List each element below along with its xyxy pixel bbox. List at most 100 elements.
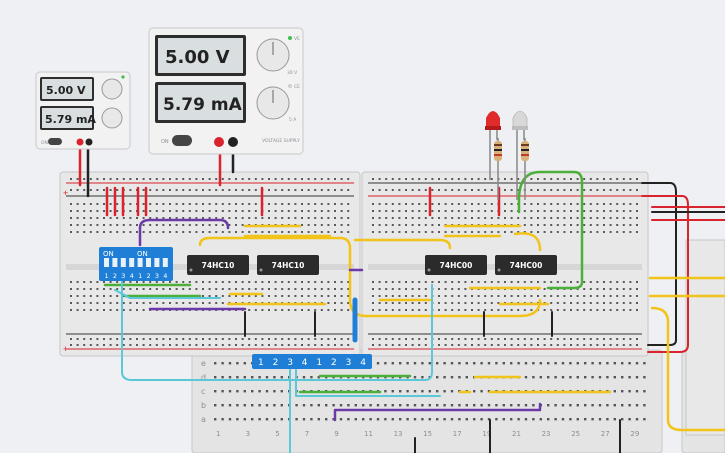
dip-number: 4: [163, 272, 167, 280]
dip-number: 1: [316, 358, 322, 368]
cv-indicator: [288, 36, 292, 40]
breadboard-far-right[interactable]: [685, 239, 725, 436]
yellow-wire[interactable]: [226, 286, 550, 306]
dip-number: 4: [130, 272, 134, 280]
resistor-1[interactable]: [494, 138, 502, 200]
cyan-wire[interactable]: [289, 369, 441, 453]
black-wire[interactable]: [244, 311, 553, 337]
dip-toggle[interactable]: [137, 258, 143, 267]
dip-number: 1: [105, 272, 109, 280]
dip-number: 4: [302, 358, 308, 368]
red-wire[interactable]: [651, 206, 725, 221]
on-label: ON: [161, 139, 169, 145]
svg-text:d: d: [201, 373, 206, 382]
column-label: 5: [275, 430, 279, 438]
black-wire[interactable]: [641, 182, 677, 346]
column-label: 23: [542, 430, 551, 438]
green-wire[interactable]: [517, 170, 584, 290]
column-label: 3: [246, 430, 250, 438]
voltage-knob[interactable]: [101, 78, 123, 100]
purple-wire[interactable]: [333, 402, 542, 422]
column-label: 1: [216, 430, 220, 438]
column-label: 25: [571, 430, 580, 438]
yellow-wire[interactable]: [243, 224, 522, 238]
chip-74hc00-b[interactable]: 74HC00: [495, 255, 557, 275]
power-supply-large[interactable]: 5.00 V 5.79 mA VE CE 30 V 5 A ON VOLTAGE…: [148, 27, 304, 155]
column-label: 11: [364, 430, 373, 438]
dip-number: 1: [138, 272, 142, 280]
cyan-wire[interactable]: [114, 289, 221, 299]
chip-74hc00-a[interactable]: 74HC00: [425, 255, 487, 275]
negative-terminal[interactable]: [228, 137, 238, 147]
dip-number: 3: [346, 358, 352, 368]
dip-toggle[interactable]: [146, 258, 151, 267]
yellow-wire[interactable]: [458, 375, 612, 394]
led-red[interactable]: [485, 111, 501, 180]
cc-label: CE: [294, 84, 300, 90]
cv-indicator: [121, 75, 125, 79]
current-max-label: 5 A: [289, 117, 297, 123]
dip-toggle[interactable]: [162, 258, 168, 267]
red-wire[interactable]: [105, 186, 501, 217]
bottom-row-labels: e d c b a: [201, 359, 206, 424]
negative-terminal[interactable]: [85, 138, 93, 146]
chip-label: 74HC10: [272, 261, 305, 270]
power-supply-small[interactable]: 5.00 V 5.79 mA ON: [35, 71, 131, 150]
column-label: 27: [601, 430, 610, 438]
green-wire[interactable]: [103, 283, 202, 298]
dip-toggle[interactable]: [120, 258, 126, 267]
yellow-wire[interactable]: [648, 276, 725, 298]
column-label: 9: [334, 430, 338, 438]
voltage-readout: 5.00 V: [165, 47, 230, 68]
dip-toggle[interactable]: [112, 258, 118, 267]
dip-number: 2: [331, 358, 337, 368]
yellow-wire[interactable]: [513, 232, 542, 252]
power-toggle[interactable]: [48, 138, 62, 145]
column-label: 21: [512, 430, 521, 438]
dip-toggle[interactable]: [154, 258, 160, 267]
svg-text:a: a: [201, 415, 206, 424]
chip-label: 74HC00: [440, 261, 473, 270]
current-knob[interactable]: [101, 107, 123, 129]
dip-on-label: ON: [137, 250, 148, 258]
chip-label: 74HC00: [510, 261, 543, 270]
positive-terminal[interactable]: [214, 137, 224, 147]
column-label: 17: [453, 430, 462, 438]
dip-number: 3: [155, 272, 159, 280]
voltage-max-label: 30 V: [287, 70, 298, 76]
power-toggle[interactable]: [172, 135, 192, 146]
yellow-wire[interactable]: [353, 238, 452, 250]
plus-mark: +: [63, 344, 68, 354]
dip-on-label: ON: [103, 250, 114, 258]
purple-wire[interactable]: [138, 218, 230, 247]
dip-toggle[interactable]: [129, 258, 135, 267]
led-white[interactable]: [512, 110, 528, 200]
cv-label: VE: [294, 36, 300, 42]
dip-number: 2: [113, 272, 117, 280]
yellow-wire[interactable]: [650, 306, 725, 432]
yellow-wire[interactable]: [198, 236, 542, 318]
chip-74hc10-b[interactable]: 74HC10: [257, 255, 319, 275]
plus-mark: +: [63, 188, 68, 198]
positive-terminal[interactable]: [76, 138, 84, 146]
column-label: 15: [423, 430, 432, 438]
on-label: ON: [41, 140, 48, 146]
green-wire[interactable]: [298, 374, 412, 394]
breadboard-holes: [70, 178, 638, 346]
dip-number: 3: [287, 358, 293, 368]
current-readout: 5.79 mA: [45, 113, 96, 126]
chip-74hc10-a[interactable]: 74HC10: [187, 255, 249, 275]
dip-toggle[interactable]: [104, 258, 109, 267]
cyan-wire[interactable]: [121, 279, 433, 381]
resistor-2[interactable]: [521, 138, 529, 200]
dip-number: 2: [147, 272, 151, 280]
column-label: 13: [394, 430, 403, 438]
black-wire[interactable]: [414, 419, 621, 453]
dip-number: 4: [360, 358, 366, 368]
red-wire[interactable]: [641, 195, 689, 353]
